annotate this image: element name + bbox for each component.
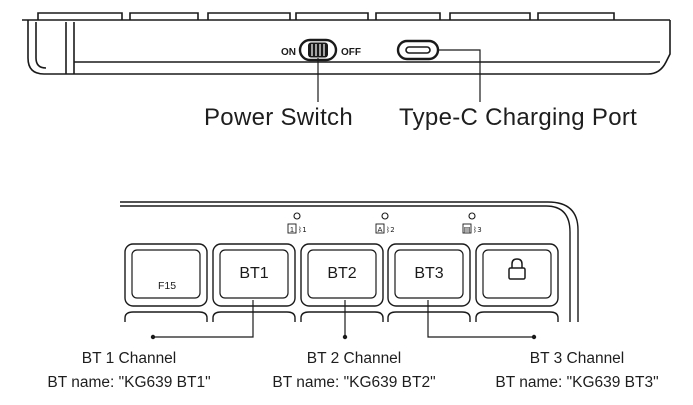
switch-off-label: OFF <box>341 47 361 58</box>
type-c-port <box>396 39 440 61</box>
bt2-channel-caption: BT 2 Channel BT name: "KG639 BT2" <box>239 347 469 395</box>
bluetooth-mark-3: ᛒ3 <box>473 226 482 234</box>
power-switch-label: Power Switch <box>204 104 353 131</box>
indicator-legend-bt3: ▤ <box>463 225 470 234</box>
switch-on-label: ON <box>281 47 296 58</box>
key-f15[interactable] <box>124 243 208 307</box>
bt3-channel-title: BT 3 Channel <box>529 350 625 367</box>
keyboard-front-view <box>120 201 579 322</box>
bt2-channel-name: BT name: "KG639 BT2" <box>272 374 436 391</box>
bt1-channel-name: BT name: "KG639 BT1" <box>47 374 211 391</box>
key-row <box>124 243 559 322</box>
lock-icon <box>508 258 526 280</box>
key-f15-label: F15 <box>158 280 176 292</box>
key-bt1[interactable] <box>212 243 296 307</box>
charging-port-label: Type-C Charging Port <box>399 104 638 131</box>
bt3-channel-name: BT name: "KG639 BT3" <box>495 374 659 391</box>
key-bt2-label: BT2 <box>327 265 356 282</box>
bt3-channel-caption: BT 3 Channel BT name: "KG639 BT3" <box>462 347 692 395</box>
key-bt1-label: BT1 <box>239 265 268 282</box>
indicator-legends <box>287 223 472 234</box>
key-bt2[interactable] <box>300 243 384 307</box>
bt1-channel-caption: BT 1 Channel BT name: "KG639 BT1" <box>14 347 244 395</box>
indicator-legend-bt1: 1 <box>290 225 294 234</box>
power-switch[interactable] <box>298 38 338 62</box>
indicator-leds <box>293 212 476 220</box>
bt1-channel-title: BT 1 Channel <box>81 350 177 367</box>
key-lock[interactable] <box>475 243 559 307</box>
bottom-leader-lines <box>150 300 537 340</box>
top-leader-lines <box>317 49 481 102</box>
indicator-legend-bt2: A <box>377 225 382 234</box>
key-bt3-label: BT3 <box>414 265 443 282</box>
bluetooth-mark-2: ᛒ2 <box>386 226 395 234</box>
bt2-channel-title: BT 2 Channel <box>306 350 402 367</box>
bluetooth-mark-1: ᛒ1 <box>298 226 307 234</box>
key-bt3[interactable] <box>387 243 471 307</box>
keyboard-side-view <box>22 12 671 75</box>
